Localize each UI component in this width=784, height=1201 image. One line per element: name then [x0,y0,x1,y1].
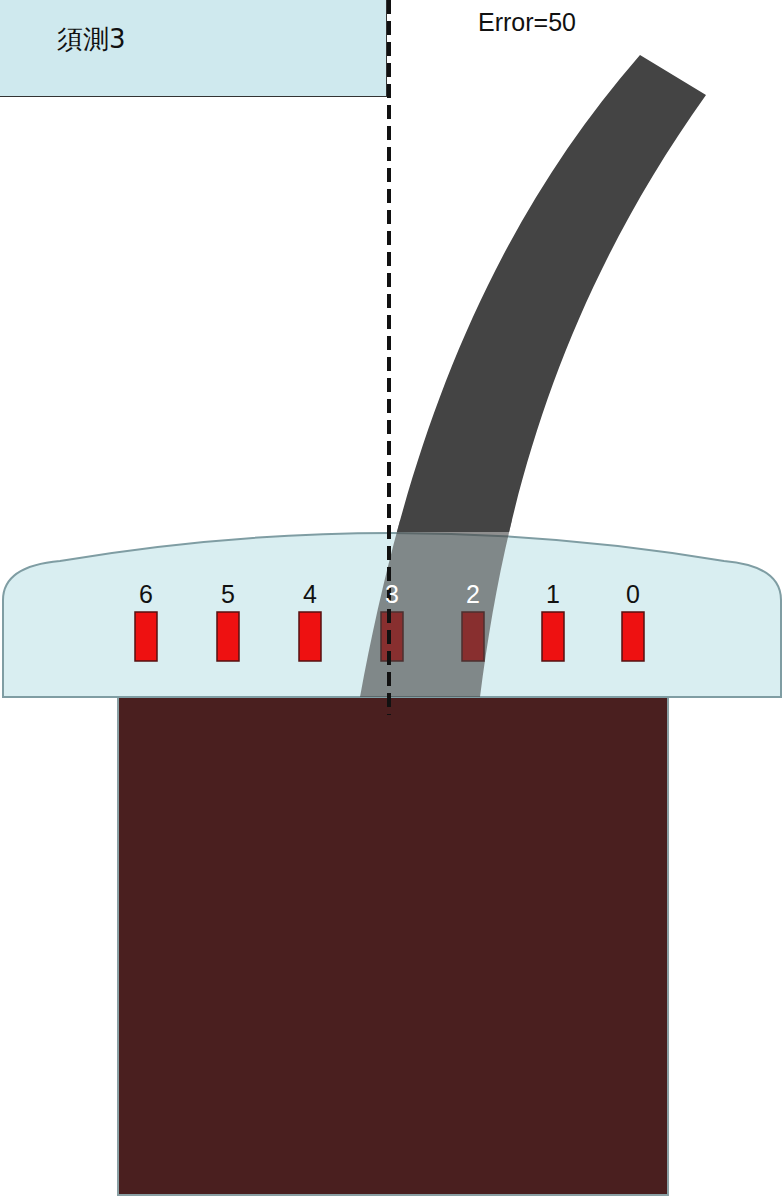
note-box: 須測3 [0,0,387,97]
sensor-number: 2 [466,582,480,607]
sensor-number: 1 [546,582,560,607]
sensor [299,612,321,661]
track-line-shadow [360,520,706,697]
sensor-number: 0 [626,582,640,607]
track-line [360,55,706,532]
sensor [542,612,564,661]
robot-body [118,697,668,1195]
center-line [387,0,391,715]
sensor [135,612,157,661]
sensor [217,612,239,661]
sensor-number: 5 [221,582,235,607]
sensor-number: 4 [303,582,317,607]
sensor-number: 6 [139,582,153,607]
error-value: Error=50 [478,10,576,35]
sensor-number: 3 [385,582,399,607]
sensor [622,612,644,661]
note-text: 須測3 [57,22,386,57]
